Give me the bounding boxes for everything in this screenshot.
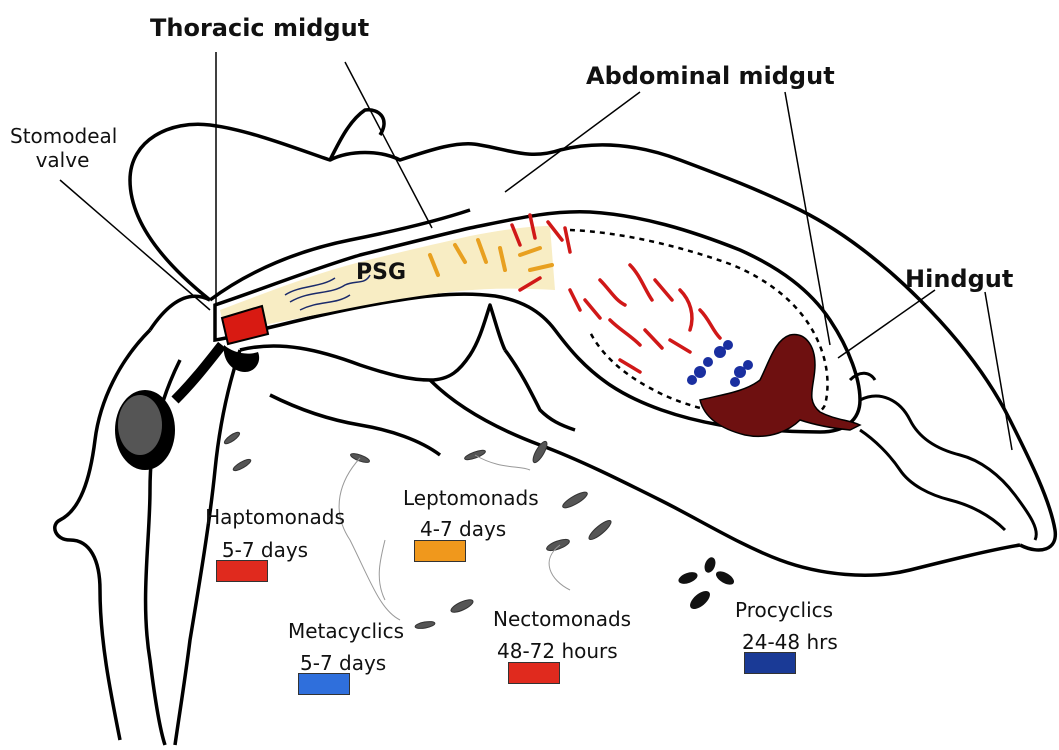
leptomonads-duration: 4-7 days xyxy=(420,517,506,541)
haptomonads-swatch xyxy=(216,560,268,582)
free-parasite-forms xyxy=(223,430,613,629)
metacyclics-duration: 5-7 days xyxy=(300,651,386,675)
procyclics-label: Procyclics xyxy=(735,598,833,622)
leptomonads-label: Leptomonads xyxy=(403,486,539,510)
haptomonad-band xyxy=(222,306,268,372)
procyclics-duration: 24-48 hrs xyxy=(742,630,838,654)
stomodeal-valve-line1: Stomodeal xyxy=(10,124,115,148)
haptomonads-duration: 5-7 days xyxy=(200,538,330,562)
leptomonads-swatch xyxy=(414,540,466,562)
nectomonads-swatch xyxy=(508,662,560,684)
haptomonads-label: Haptomonads xyxy=(200,505,350,529)
abdominal-midgut-label: Abdominal midgut xyxy=(586,62,835,90)
thoracic-midgut-label: Thoracic midgut xyxy=(150,14,369,42)
procyclics-swatch xyxy=(744,652,796,674)
psg-label: PSG xyxy=(356,260,406,285)
stomodeal-valve-line2: valve xyxy=(10,148,115,172)
hindgut-coils xyxy=(850,373,1036,540)
hindgut-label: Hindgut xyxy=(905,265,1013,293)
nectomonads-duration: 48-72 hours xyxy=(497,639,618,663)
metacyclics-label: Metacyclics xyxy=(288,619,404,643)
stomodeal-valve-label: Stomodeal valve xyxy=(10,124,115,172)
fly-head-outline xyxy=(55,110,384,745)
nectomonads-label: Nectomonads xyxy=(493,607,631,631)
metacyclics-swatch xyxy=(298,673,350,695)
esophagus-bulb xyxy=(115,345,222,470)
procyclic-rosette xyxy=(677,556,736,613)
